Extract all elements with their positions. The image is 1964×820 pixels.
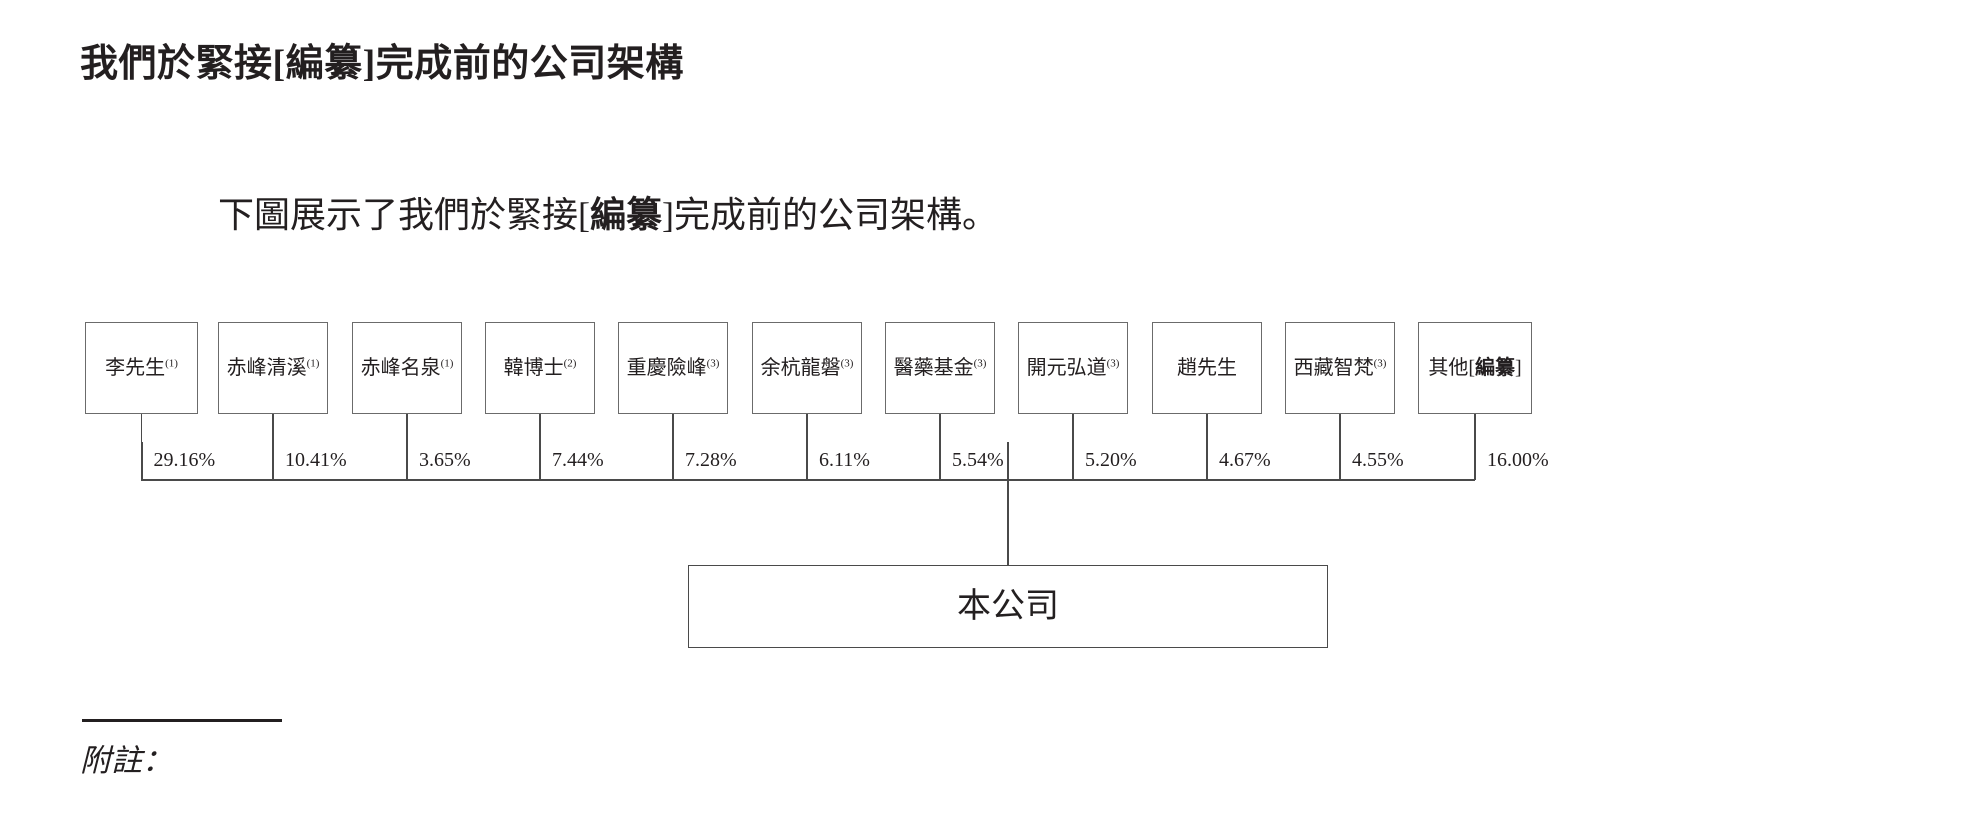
percent-compartment-divider [939,442,941,480]
shareholder-box: 開元弘道(3) [1018,322,1128,414]
bus-line-segment [940,479,1073,481]
ownership-percentage: 7.28% [685,449,737,471]
shareholder-note-marker: (1) [165,357,178,370]
ownership-percentage: 5.54% [952,449,1004,471]
box-stub-connector [1072,414,1074,442]
shareholder-box: 赤峰名泉(1) [352,322,462,414]
box-stub-connector [1474,414,1476,442]
intro-prefix: 下圖展示了我們於緊接[ [218,195,590,235]
ownership-percentage: 7.44% [552,449,604,471]
box-stub-connector [672,414,674,442]
bus-line-segment [1207,479,1340,481]
box-stub-connector [406,414,408,442]
shareholder-label: 西藏智梵(3) [1293,357,1387,379]
box-stub-connector [939,414,941,442]
bus-line-segment [1073,479,1207,481]
box-stub-connector [539,414,541,442]
footnote-label: 附註： [80,743,173,778]
bus-line-segment [673,479,807,481]
percent-compartment-divider [406,442,408,480]
shareholder-note-marker: (3) [1106,357,1120,370]
company-box: 本公司 [688,565,1328,648]
percent-compartment-divider [539,442,541,480]
percent-compartment-divider [1474,442,1476,480]
box-stub-connector [1206,414,1208,442]
ownership-percentage: 3.65% [419,449,471,471]
shareholder-box: 赤峰清溪(1) [218,322,328,414]
percent-compartment-divider [806,442,808,480]
shareholder-note-marker: (3) [706,357,720,370]
percent-compartment-divider [141,442,143,480]
shareholder-label: 其他[編纂] [1428,357,1522,379]
shareholder-label: 李先生(1) [105,357,178,379]
bus-line-segment [1340,479,1475,481]
shareholder-box: 其他[編纂] [1418,322,1532,414]
shareholder-label: 赤峰清溪(1) [226,357,320,379]
box-stub-connector [140,414,143,442]
shareholder-label: 赤峰名泉(1) [360,357,454,379]
shareholder-note-marker: (3) [1373,357,1387,370]
shareholder-box: 李先生(1) [85,322,198,414]
bus-line-segment [141,479,273,481]
shareholder-label: 韓博士(2) [503,357,577,379]
ownership-percentage: 5.20% [1085,449,1137,471]
intro-suffix: ]完成前的公司架構。 [662,195,999,235]
bus-line-segment [540,479,673,481]
shareholder-box: 余杭龍磐(3) [752,322,862,414]
footnote-divider [82,719,282,722]
intro-paragraph: 下圖展示了我們於緊接[編纂]完成前的公司架構。 [218,186,998,238]
ownership-percentage: 4.67% [1219,449,1271,471]
shareholder-note-marker: (1) [306,357,320,370]
ownership-percentage: 4.55% [1352,449,1404,471]
percent-compartment-divider [1072,442,1074,480]
shareholder-note-marker: (3) [840,357,854,370]
box-stub-connector [806,414,808,442]
shareholder-box: 重慶險峰(3) [618,322,728,414]
shareholder-label: 余杭龍磐(3) [760,357,854,379]
shareholder-note-marker: (2) [563,357,577,370]
percent-compartment-divider [1206,442,1208,480]
shareholder-label: 趙先生 [1177,357,1237,379]
shareholder-note-marker: (1) [440,357,454,370]
ownership-percentage: 29.16% [153,449,216,471]
intro-bold-term: 編纂 [590,195,663,235]
percent-compartment-divider [672,442,674,480]
company-label: 本公司 [957,587,1059,625]
shareholder-note-marker: (3) [973,357,987,370]
bus-line-segment [807,479,940,481]
page-title: 我們於緊接[編纂]完成前的公司架構 [80,43,684,85]
shareholder-box: 韓博士(2) [485,322,595,414]
ownership-percentage: 16.00% [1487,449,1549,471]
percent-compartment-divider [272,442,274,480]
shareholder-label: 開元弘道(3) [1026,357,1120,379]
shareholder-box: 醫藥基金(3) [885,322,995,414]
bus-line-segment [407,479,540,481]
box-stub-connector [1339,414,1341,442]
shareholder-label: 醫藥基金(3) [893,357,987,379]
trunk-connector [1007,442,1009,565]
bus-line-segment [273,479,407,481]
ownership-percentage: 6.11% [819,449,870,471]
shareholder-box: 西藏智梵(3) [1285,322,1395,414]
box-stub-connector [272,414,274,442]
shareholder-label: 重慶險峰(3) [626,357,720,379]
ownership-percentage: 10.41% [285,449,347,471]
shareholder-box: 趙先生 [1152,322,1262,414]
percent-compartment-divider [1339,442,1341,480]
